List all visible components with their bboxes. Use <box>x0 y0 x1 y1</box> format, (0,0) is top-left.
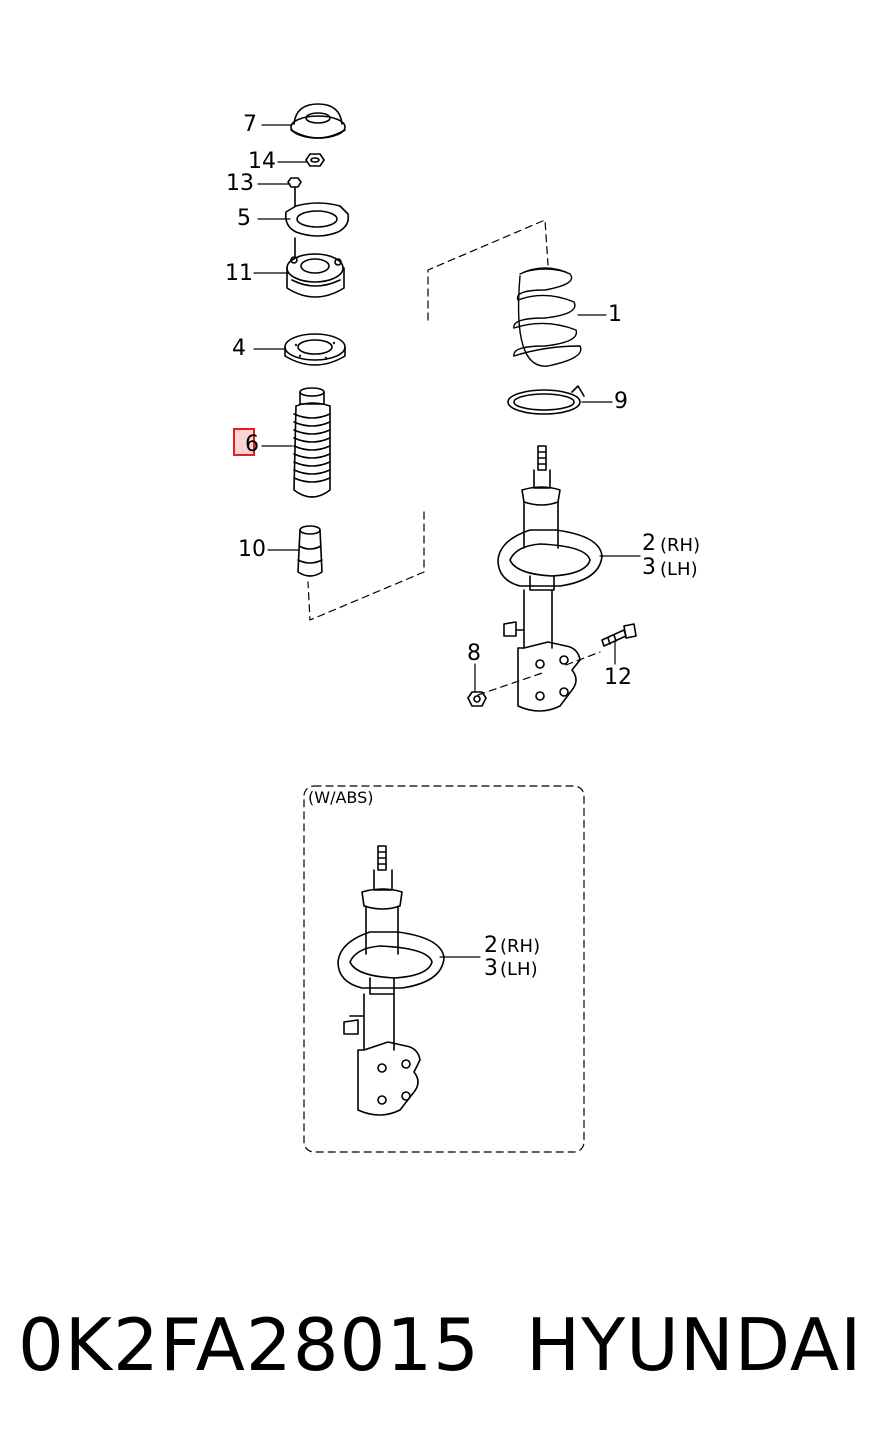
callout-3-lh-label: (LH) <box>660 559 698 580</box>
callout-9: 9 <box>614 389 628 414</box>
part-10-bump-stopper <box>297 525 323 577</box>
callout-7: 7 <box>243 112 257 137</box>
callout-8: 8 <box>467 641 481 666</box>
inset-callout-3-lh-label: (LH) <box>500 959 538 980</box>
part-12-bolt <box>601 623 637 647</box>
part-7-top-cap <box>290 103 346 139</box>
part-11-insulator-mount <box>286 237 345 298</box>
footer: 0K2FA28015 HYUNDAI <box>0 1300 887 1390</box>
part-1-coil-spring <box>513 267 582 367</box>
inset-callout-2-rh-label: (RH) <box>500 936 541 957</box>
callout-1: 1 <box>608 302 622 327</box>
callout-14: 14 <box>248 149 276 174</box>
callout-13: 13 <box>226 171 254 196</box>
callout-2-rh-label: (RH) <box>660 535 701 556</box>
part-5-plate <box>284 202 350 237</box>
part-number: 0K2FA28015 <box>18 1303 480 1387</box>
part-2-3-strut-assembly <box>497 445 603 712</box>
callout-4: 4 <box>232 336 246 361</box>
inset-callout-2: 2 <box>484 933 498 958</box>
inset-label-w-abs: (W/ABS) <box>308 788 374 807</box>
part-6-dust-boot <box>293 387 331 498</box>
callout-2: 2 <box>642 531 656 556</box>
callout-12: 12 <box>604 665 632 690</box>
part-4-bearing-pad <box>284 333 346 366</box>
part-9-spring-pad <box>507 385 585 415</box>
inset-frame <box>303 785 585 1153</box>
part-13-small-nut <box>287 177 302 207</box>
callout-5: 5 <box>237 206 251 231</box>
callout-3: 3 <box>642 555 656 580</box>
highlight-box-callout-6[interactable] <box>233 428 255 456</box>
part-8-nut <box>467 691 487 707</box>
assembly-dashed-lines <box>307 219 601 696</box>
callout-11: 11 <box>225 261 253 286</box>
leader-lines <box>253 124 641 958</box>
part-14-nut <box>305 153 325 167</box>
brand-name: HYUNDAI <box>526 1303 863 1387</box>
inset-strut-abs <box>337 845 445 1116</box>
callout-10: 10 <box>238 537 266 562</box>
inset-callout-3: 3 <box>484 956 498 981</box>
callout-6: 6 <box>245 432 259 457</box>
